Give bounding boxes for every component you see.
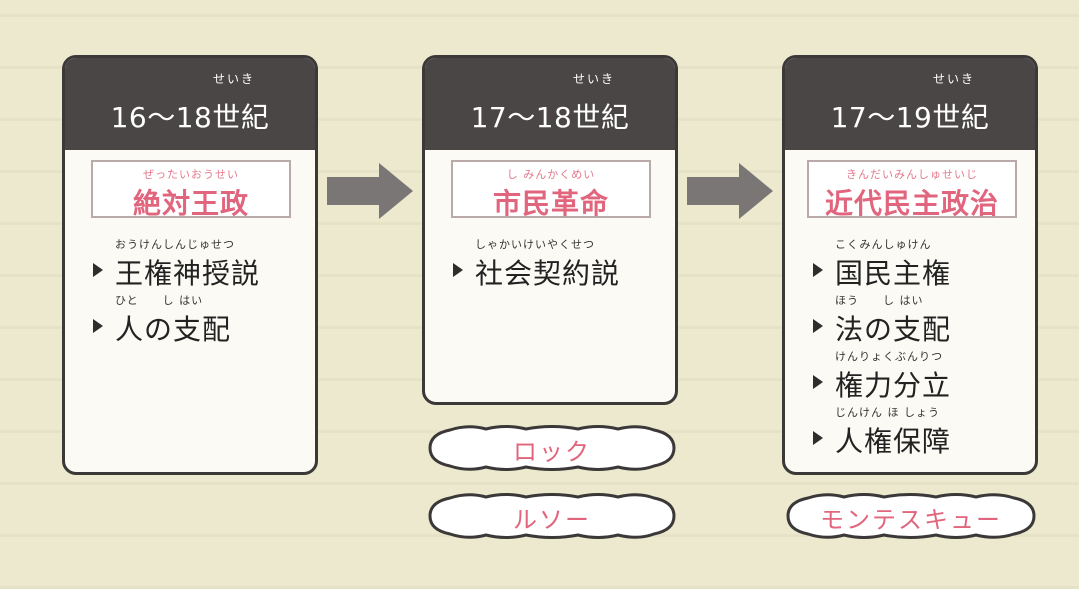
triangle-bullet-icon (93, 319, 103, 333)
thinker-name: モンテスキュー (820, 506, 1002, 534)
triangle-bullet-icon (93, 263, 103, 277)
title-ruby: きんだいみんしゅせいじ (846, 168, 978, 181)
item-text: 人の支配 (115, 313, 232, 346)
item-ruby: けんりょくぶんりつ (835, 350, 944, 363)
panel-absolute-monarchy: せいき 16〜18世紀 ぜったいおうせい 絶対王政 おうけんしんじゅせつ 王権神… (62, 55, 318, 475)
list-item: おうけんしんじゅせつ 王権神授説 (93, 236, 313, 292)
panel-title: 市民革命 (492, 187, 609, 220)
list-item: しゃかいけいやくせつ 社会契約説 (453, 236, 673, 292)
right-arrow-icon (327, 163, 413, 219)
period-label: 17〜18世紀 (470, 101, 630, 134)
list-item: ひと し はい 人の支配 (93, 292, 313, 348)
panel-header: せいき 16〜18世紀 (65, 58, 315, 150)
title-box: し みんかくめい 市民革命 (451, 160, 651, 220)
list-item: じんけん ほ しょう 人権保障 (813, 404, 1033, 460)
title-box: ぜったいおうせい 絶対王政 (91, 160, 291, 220)
panel-header: せいき 17〜18世紀 (425, 58, 675, 150)
item-text: 王権神授説 (115, 257, 261, 290)
panel-modern-democracy: せいき 17〜19世紀 きんだいみんしゅせいじ 近代民主政治 こくみんしゅけん … (782, 55, 1038, 475)
period-ruby: せいき (213, 72, 256, 86)
panel-title: 近代民主政治 (824, 187, 999, 220)
triangle-bullet-icon (813, 431, 823, 445)
thinker-cloud: モンテスキュー (786, 492, 1036, 540)
item-ruby: しゃかいけいやくせつ (475, 238, 595, 251)
item-ruby: じんけん ほ しょう (835, 406, 940, 419)
list-item: ほう し はい 法の支配 (813, 292, 1033, 348)
item-ruby: ひと し はい (115, 294, 204, 307)
title-box: きんだいみんしゅせいじ 近代民主政治 (807, 160, 1017, 220)
thinker-cloud: ロック (428, 424, 676, 472)
item-text: 国民主権 (835, 257, 952, 290)
cloud-shape-icon (428, 493, 676, 539)
triangle-bullet-icon (453, 263, 463, 277)
period-ruby: せいき (573, 72, 616, 86)
cloud-shape-icon (786, 493, 1036, 539)
triangle-bullet-icon (813, 319, 823, 333)
title-ruby: し みんかくめい (506, 168, 596, 181)
item-text: 人権保障 (835, 425, 952, 458)
thinker-name: ルソー (513, 506, 591, 534)
period-ruby: せいき (933, 72, 976, 86)
item-text: 社会契約説 (475, 257, 621, 290)
cloud-shape-icon (428, 425, 676, 471)
period-label: 16〜18世紀 (110, 101, 270, 134)
thinker-name: ロック (513, 438, 591, 466)
triangle-bullet-icon (813, 375, 823, 389)
panel-title: 絶対王政 (132, 187, 249, 220)
list-item: こくみんしゅけん 国民主権 (813, 236, 1033, 292)
right-arrow-icon (687, 163, 773, 219)
panel-civil-revolution: せいき 17〜18世紀 し みんかくめい 市民革命 しゃかいけいやくせつ 社会契… (422, 55, 678, 405)
item-ruby: おうけんしんじゅせつ (115, 238, 235, 251)
triangle-bullet-icon (813, 263, 823, 277)
item-text: 法の支配 (835, 313, 952, 346)
period-label: 17〜19世紀 (830, 101, 990, 134)
item-ruby: こくみんしゅけん (835, 238, 932, 251)
item-ruby: ほう し はい (835, 294, 924, 307)
panel-header: せいき 17〜19世紀 (785, 58, 1035, 150)
list-item: けんりょくぶんりつ 権力分立 (813, 348, 1033, 404)
title-ruby: ぜったいおうせい (143, 168, 239, 181)
item-text: 権力分立 (835, 369, 952, 402)
thinker-cloud: ルソー (428, 492, 676, 540)
